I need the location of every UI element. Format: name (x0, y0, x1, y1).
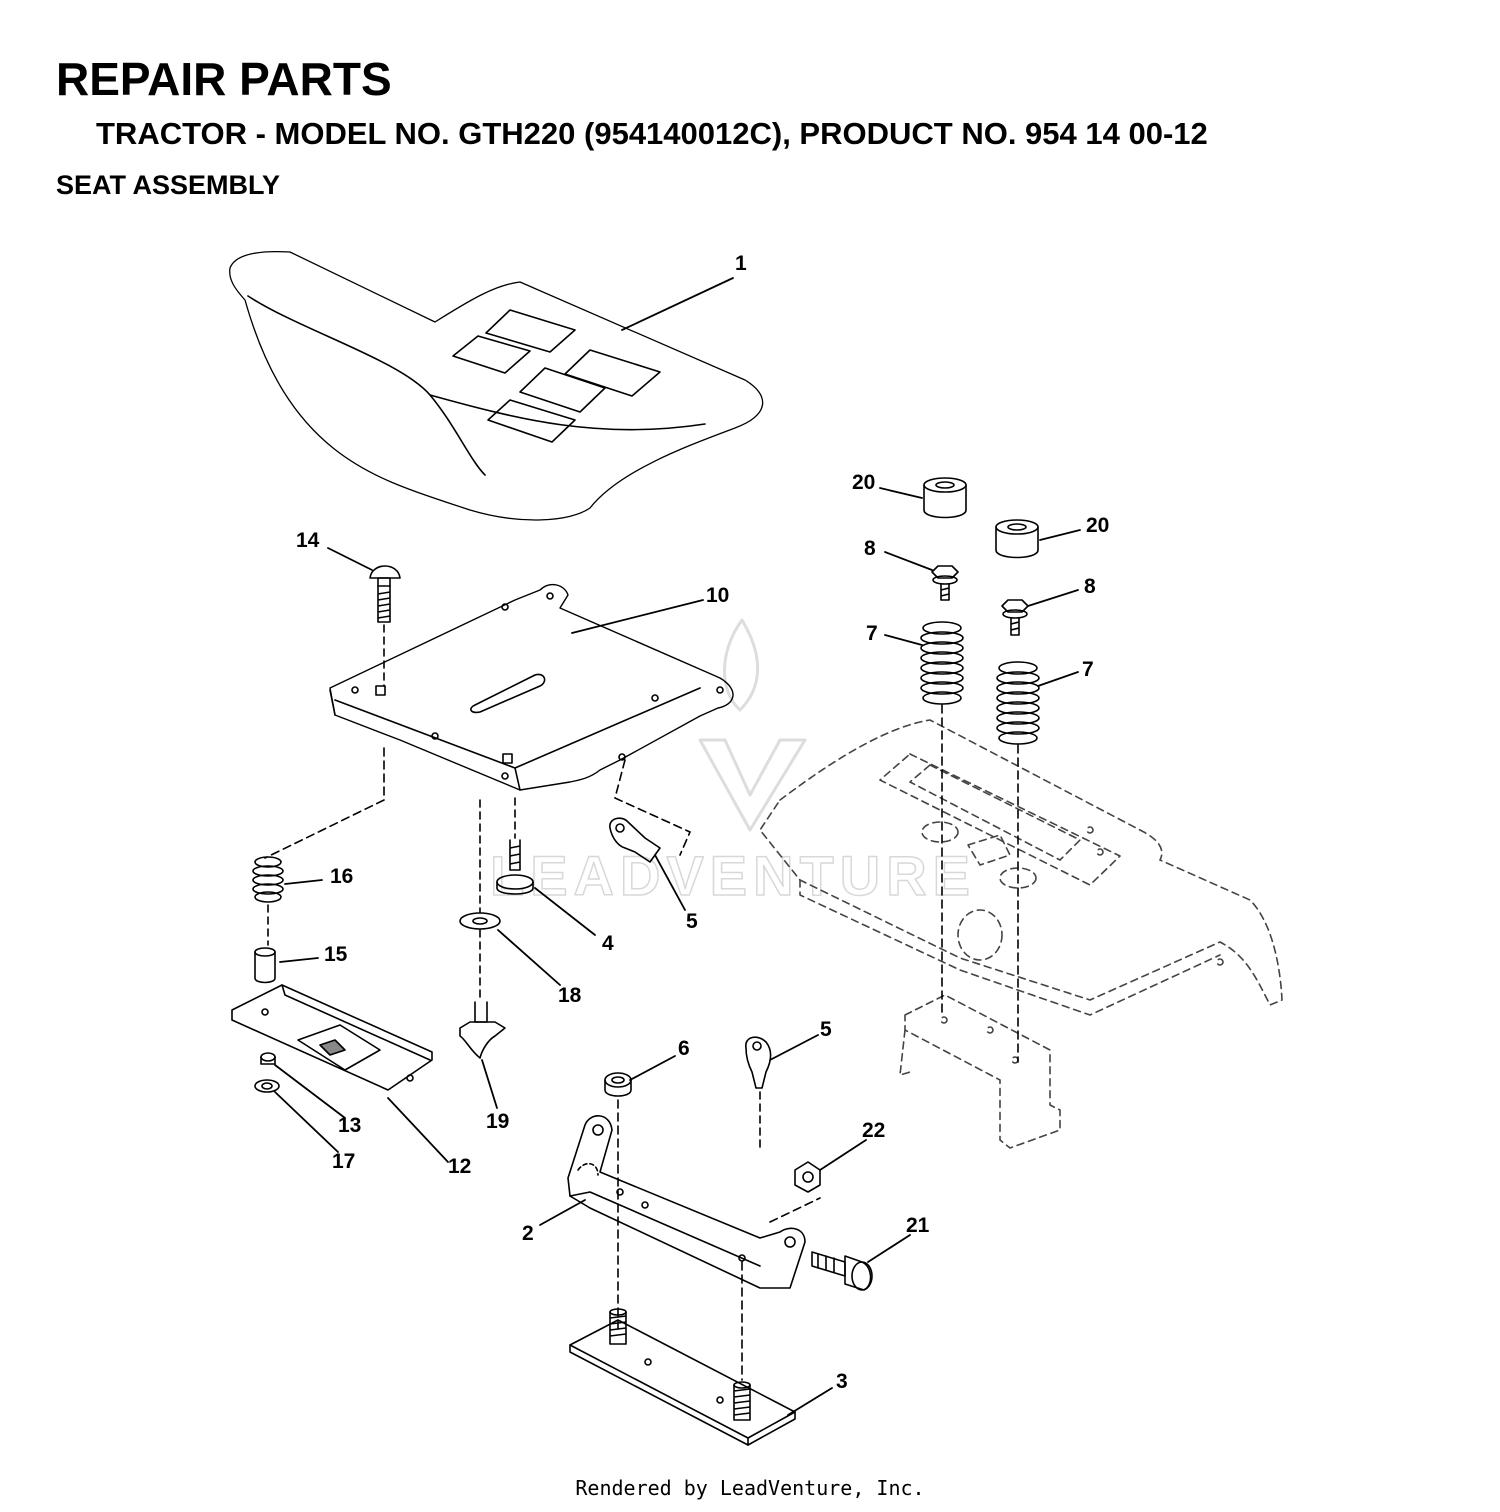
bushing-part (254, 947, 276, 984)
shoulder-bolt-part (496, 839, 534, 895)
callout-1: 1 (735, 252, 747, 275)
callout-10: 10 (706, 584, 729, 607)
stud-plate-part (569, 1308, 796, 1446)
callout-20-right: 20 (1086, 514, 1109, 537)
seat-clip-part-lower (745, 1036, 772, 1089)
spring-part-16 (252, 856, 284, 903)
flange-nut-part-17 (254, 1079, 280, 1093)
fender-reference (759, 719, 1283, 1149)
callout-19: 19 (486, 1110, 509, 1133)
callout-18: 18 (558, 984, 582, 1007)
callout-8-left: 8 (864, 537, 876, 560)
callout-7-right: 7 (1082, 658, 1094, 681)
flange-bolt-part-8-left (931, 565, 959, 601)
page-title: REPAIR PARTS (56, 53, 392, 105)
callout-17: 17 (332, 1150, 355, 1173)
footer-credit: Rendered by LeadVenture, Inc. (575, 1476, 925, 1500)
callout-22: 22 (862, 1119, 885, 1142)
callout-4: 4 (602, 932, 614, 955)
callout-15: 15 (324, 943, 348, 966)
carriage-bolt-part (369, 565, 401, 623)
callout-3: 3 (836, 1370, 848, 1393)
callout-labels: 1 2 3 4 5 5 6 7 7 8 8 10 12 13 14 15 16 … (296, 252, 1109, 1393)
hex-nut-part-22 (794, 1161, 821, 1193)
callout-6: 6 (678, 1037, 690, 1060)
nut-part-13 (260, 1052, 276, 1065)
flange-bolt-part-8-right (1001, 599, 1029, 636)
model-subtitle: TRACTOR - MODEL NO. GTH220 (954140012C),… (96, 116, 1208, 151)
callout-13: 13 (338, 1114, 361, 1137)
watermark-logo (698, 618, 807, 832)
callout-21: 21 (906, 1214, 930, 1237)
spring-part-7-left (920, 621, 964, 705)
hex-nut-part-6 (604, 1072, 632, 1097)
section-title: SEAT ASSEMBLY (56, 170, 281, 200)
callout-12: 12 (448, 1155, 471, 1178)
seat-pan-part (329, 583, 734, 791)
flange-bolt-part (811, 1251, 873, 1291)
seat-slide-bracket-part (231, 984, 433, 1091)
watermark-text: LEADVENTURE (490, 844, 976, 907)
leader-lines (274, 277, 1081, 1416)
callout-7-left: 7 (866, 622, 878, 645)
knob-part (459, 1001, 506, 1059)
callout-5-upper: 5 (686, 910, 698, 933)
callout-16: 16 (330, 865, 353, 888)
callout-8-right: 8 (1084, 575, 1096, 598)
spacer-part-right (995, 519, 1039, 559)
callout-5-lower: 5 (820, 1018, 832, 1041)
callout-20-left: 20 (852, 471, 875, 494)
spring-part-7-right (996, 661, 1040, 745)
spacer-part-left (923, 477, 967, 519)
pivot-bracket-part (567, 1115, 806, 1289)
seat-part (229, 250, 764, 521)
washer-part (459, 912, 501, 930)
callout-2: 2 (522, 1222, 534, 1245)
callout-14: 14 (296, 529, 320, 552)
